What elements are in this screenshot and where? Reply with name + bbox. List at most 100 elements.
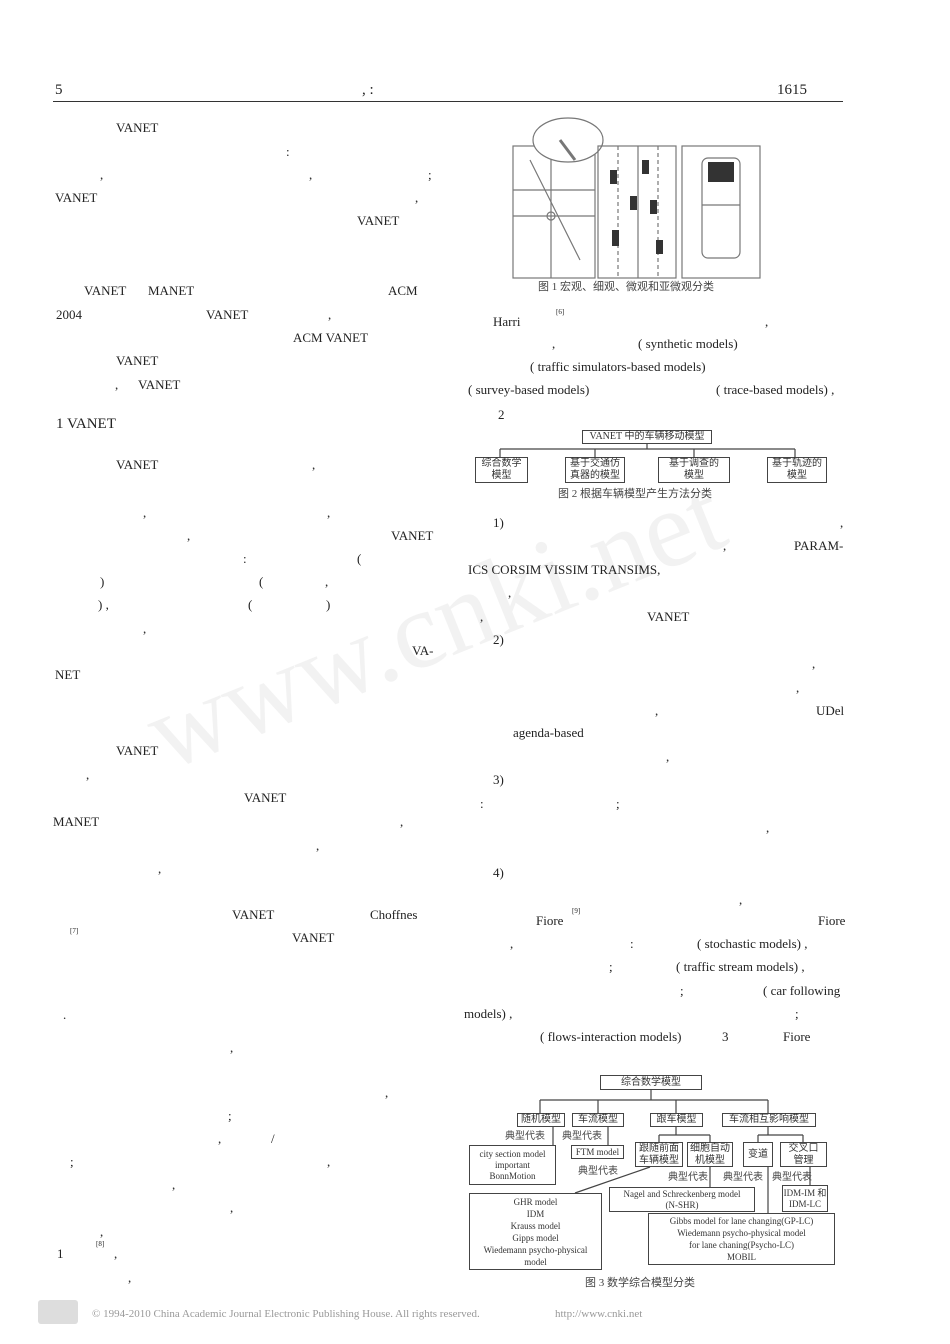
header-page-number: 1615 xyxy=(777,82,807,98)
text-fragment: ICS CORSIM VISSIM TRANSIMS, xyxy=(468,562,661,577)
text-fragment: MANET xyxy=(148,283,195,298)
text-fragment: ( stochastic models) , xyxy=(697,936,808,951)
fig3-gibbs-box: Gibbs model for lane changing(GP-LC) Wie… xyxy=(648,1213,835,1265)
fig3-l2-box: 跟随前面 车辆模型 xyxy=(635,1142,683,1167)
text-fragment: , xyxy=(230,1200,234,1215)
text-fragment: VANET xyxy=(55,190,98,205)
text-fragment: . xyxy=(63,1007,67,1022)
text-fragment: , xyxy=(218,1131,222,1146)
text-fragment: ( traffic simulators-based models) xyxy=(530,359,706,374)
cnki-logo xyxy=(38,1300,78,1324)
text-fragment: 1 xyxy=(57,1246,64,1261)
citation-ref: [6] xyxy=(556,308,565,316)
header-rule xyxy=(53,101,843,102)
fig3-rep-label: 典型代表 xyxy=(578,1166,618,1177)
text-fragment: 3) xyxy=(493,772,504,787)
text-fragment: ; xyxy=(70,1154,74,1169)
text-fragment: ( xyxy=(259,574,264,589)
text-fragment: , xyxy=(309,167,313,182)
figure-2-caption: 图 2 根据车辆模型产生方法分类 xyxy=(558,488,712,500)
text-fragment: , xyxy=(415,190,419,205)
text-fragment: 1) xyxy=(493,515,504,530)
text-fragment: : xyxy=(480,796,484,811)
fig3-nshr-box: Nagel and Schreckenberg model (N-SHR) xyxy=(609,1187,755,1212)
text-fragment: VANET xyxy=(116,353,159,368)
fig2-child-box: 基于轨迹的 模型 xyxy=(767,457,827,483)
footer-url[interactable]: http://www.cnki.net xyxy=(555,1308,643,1320)
text-fragment: 2004 xyxy=(56,307,82,322)
text-fragment: , xyxy=(328,307,332,322)
text-fragment: , xyxy=(400,814,404,829)
text-fragment: VANET xyxy=(116,743,159,758)
fig2-child-box: 综合数学 模型 xyxy=(475,457,528,483)
fig3-l1-box: 跟车模型 xyxy=(650,1113,703,1127)
text-fragment: VA- xyxy=(412,643,434,658)
text-fragment: , xyxy=(312,457,316,472)
text-fragment: 2 xyxy=(498,407,505,422)
text-fragment: Harri xyxy=(493,314,521,329)
footer-copyright: © 1994-2010 China Academic Journal Elect… xyxy=(92,1308,480,1320)
text-fragment: : xyxy=(286,144,290,159)
text-fragment: , xyxy=(655,703,659,718)
text-fragment: / xyxy=(271,1131,275,1146)
fig3-idm-box: IDM-IM 和 IDM-LC xyxy=(782,1185,828,1212)
fig3-l1-box: 随机模型 xyxy=(517,1113,565,1127)
text-fragment: ) xyxy=(100,574,105,589)
text-fragment: MANET xyxy=(53,814,100,829)
fig2-child-box: 基于调查的 模型 xyxy=(658,457,730,483)
figure-1-caption: 图 1 宏观、细观、微观和亚微观分类 xyxy=(538,281,714,293)
text-fragment: ( traffic stream models) , xyxy=(676,959,805,974)
text-fragment: , xyxy=(327,1154,331,1169)
text-fragment: , xyxy=(552,336,556,351)
text-fragment: , xyxy=(723,538,727,553)
text-fragment: VANET xyxy=(206,307,249,322)
fig3-l1-box: 车流模型 xyxy=(572,1113,624,1127)
text-fragment: ; xyxy=(228,1108,232,1123)
text-fragment: VANET xyxy=(391,528,434,543)
header-title: , : xyxy=(362,82,374,98)
fig3-ftm-box: FTM model xyxy=(571,1145,624,1159)
text-fragment: , xyxy=(172,1177,176,1192)
figure-3-caption: 图 3 数学综合模型分类 xyxy=(585,1277,695,1289)
text-fragment: ; xyxy=(616,796,620,811)
text-fragment: , xyxy=(128,1270,132,1285)
text-fragment: agenda-based xyxy=(513,725,584,740)
text-fragment: VANET xyxy=(232,907,275,922)
fig3-ghr-box: GHR model IDM Krauss model Gipps model W… xyxy=(469,1193,602,1270)
text-fragment: , xyxy=(100,1224,104,1239)
text-fragment: VANET xyxy=(116,457,159,472)
text-fragment: NET xyxy=(55,667,81,682)
text-fragment: ; xyxy=(428,167,432,182)
text-fragment: ) xyxy=(326,597,331,612)
text-fragment: Choffnes xyxy=(370,907,418,922)
text-fragment: Fiore xyxy=(783,1029,811,1044)
fig3-rep-label: 典型代表 xyxy=(562,1131,602,1142)
text-fragment: , xyxy=(385,1085,389,1100)
text-fragment: UDel xyxy=(816,703,845,718)
text-fragment: VANET xyxy=(138,377,181,392)
text-fragment: : xyxy=(630,936,634,951)
text-fragment: models) , xyxy=(464,1006,513,1021)
text-fragment: , xyxy=(812,656,816,671)
text-fragment: ; xyxy=(609,959,613,974)
text-fragment: ; xyxy=(680,983,684,998)
text-fragment: ACM xyxy=(388,283,418,298)
text-fragment: ( xyxy=(248,597,253,612)
text-fragment: ) , xyxy=(98,597,109,612)
text-fragment: ACM VANET xyxy=(293,330,369,345)
text-fragment: ( trace-based models) , xyxy=(716,382,835,397)
text-fragment: , xyxy=(739,892,743,907)
text-fragment: , xyxy=(327,505,331,520)
text-fragment: , xyxy=(840,515,844,530)
text-fragment: , xyxy=(230,1040,234,1055)
fig3-l2-box: 细胞自动 机模型 xyxy=(687,1142,733,1167)
text-fragment: , xyxy=(510,936,514,951)
text-fragment: ( flows-interaction models) xyxy=(540,1029,682,1044)
citation-ref: [9] xyxy=(572,907,581,915)
text-fragment: , xyxy=(143,505,147,520)
text-fragment: , xyxy=(325,574,329,589)
citation-ref: [7] xyxy=(70,927,79,935)
text-fragment: Fiore xyxy=(818,913,846,928)
header-section-number: 5 xyxy=(55,82,63,98)
